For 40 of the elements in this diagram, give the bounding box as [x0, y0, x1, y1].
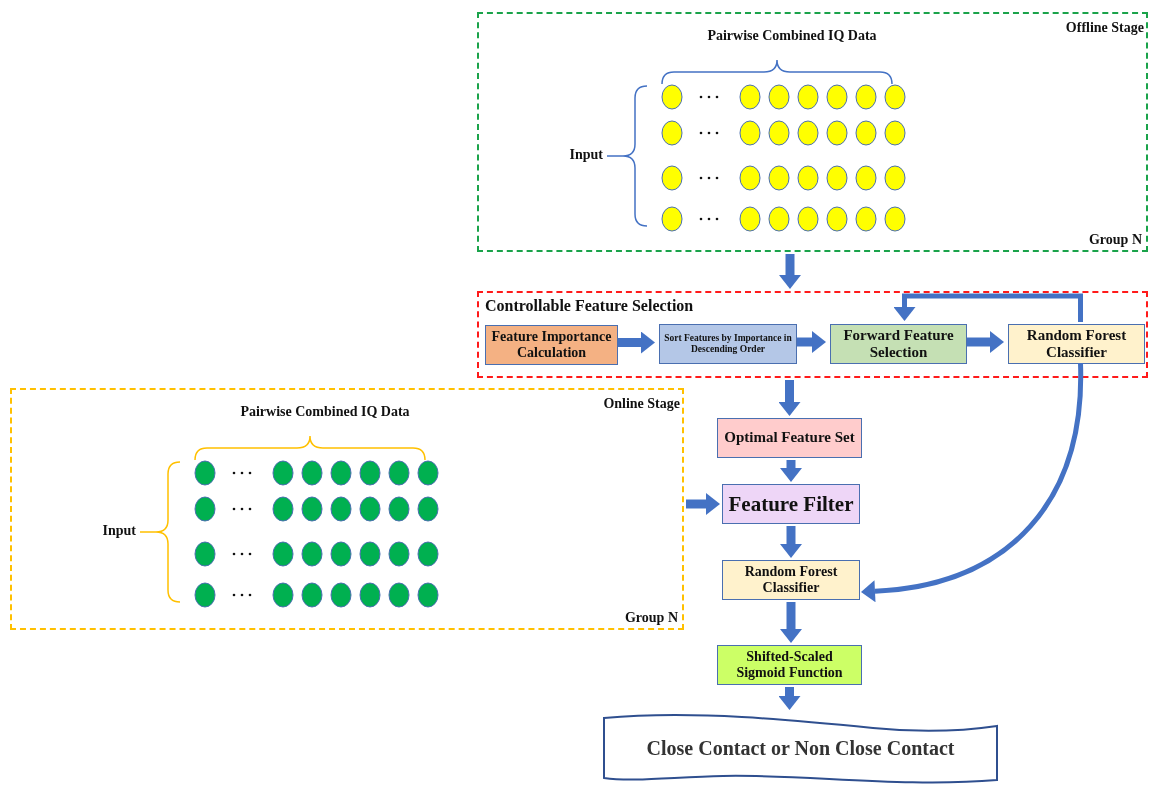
- box-label: Shifted-Scaled Sigmoid Function: [735, 648, 844, 682]
- flow-arrow: [861, 362, 1083, 603]
- flow-arrow: [618, 331, 655, 354]
- flow-arrow: [780, 526, 802, 558]
- box-label: Random Forest Classifier: [1025, 326, 1128, 362]
- process-box: [659, 324, 797, 364]
- stage-frame: [477, 12, 1148, 252]
- input-label: Input: [102, 523, 136, 539]
- process-box: [1008, 324, 1145, 364]
- flow-arrow: [893, 293, 1083, 322]
- flow-arrow: [967, 331, 1004, 353]
- box-label: Optimal Feature Set: [723, 429, 856, 447]
- box-label: Feature Filter: [727, 491, 855, 517]
- data-heading: Pairwise Combined IQ Data: [239, 404, 411, 420]
- stage-frame: [10, 388, 684, 630]
- box-label: Forward Feature Selection: [842, 326, 955, 362]
- process-box: [722, 484, 860, 524]
- selection-frame: [477, 291, 1148, 378]
- process-box: [722, 560, 860, 600]
- flow-arrow: [778, 687, 801, 710]
- process-box: [830, 324, 967, 364]
- process-box: [717, 418, 862, 458]
- frame-caption: Offline Stage: [1065, 20, 1144, 36]
- box-label: Sort Features by Importance in Descending Order: [663, 333, 793, 355]
- frame-caption: Group N: [624, 610, 678, 626]
- data-heading: Pairwise Combined IQ Data: [706, 28, 878, 44]
- box-label: Feature Importance Calculation: [490, 328, 613, 362]
- output-label: Close Contact or Non Close Contact: [646, 736, 955, 760]
- box-label: Random Forest Classifier: [743, 563, 839, 597]
- frame-caption: Online Stage: [603, 396, 680, 412]
- input-label: Input: [569, 147, 603, 163]
- flow-arrow: [779, 254, 801, 289]
- flow-arrow: [780, 460, 802, 482]
- frame-title: Controllable Feature Selection: [485, 297, 694, 315]
- flow-arrow: [780, 602, 802, 643]
- flow-arrow: [797, 331, 826, 353]
- flow-arrow: [778, 380, 801, 416]
- frame-caption: Group N: [1088, 232, 1142, 248]
- process-box: [717, 645, 862, 685]
- flow-arrow: [686, 493, 720, 515]
